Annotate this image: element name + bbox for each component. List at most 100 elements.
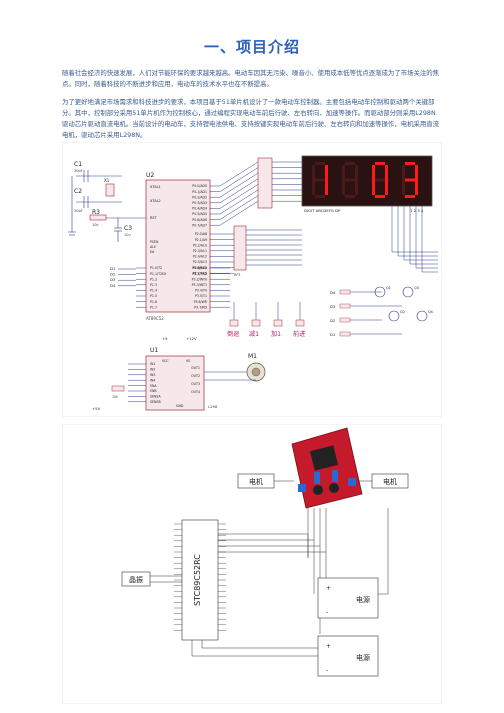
l298-vcc: VCC bbox=[162, 359, 169, 363]
u2-label: U2 bbox=[146, 172, 154, 179]
p1-pin-2: P1.2 bbox=[150, 277, 157, 281]
digit-2-seg-c bbox=[385, 180, 388, 195]
l298-left-pin-7: SENSB bbox=[150, 400, 161, 404]
l298-right-pin-0: OUT1 bbox=[191, 366, 200, 370]
p3-pin-0: P3.0/RXD bbox=[192, 266, 207, 270]
transistor-q-label-2: Q3 bbox=[414, 286, 419, 290]
l298n-board bbox=[291, 427, 363, 509]
r3-label: R3 bbox=[92, 209, 100, 216]
transistor-1 bbox=[388, 310, 400, 322]
p0-pin-0: P0.0/AD0 bbox=[192, 184, 207, 188]
u1-part: L298 bbox=[208, 404, 218, 409]
digit-wire-0 bbox=[391, 206, 438, 253]
button-3[interactable] bbox=[295, 319, 305, 327]
digit-0-seg-e bbox=[312, 180, 315, 195]
transistor-resistor-0 bbox=[339, 289, 351, 295]
digit-1-seg-b bbox=[355, 165, 358, 180]
rp-label: RP1 bbox=[234, 273, 241, 277]
p1-pin-4: P1.4 bbox=[150, 289, 157, 293]
bus-wire-3 bbox=[219, 178, 259, 204]
button-label-3: 前进 bbox=[293, 330, 305, 338]
p3-pin-3: P3.3/INT1 bbox=[192, 283, 207, 287]
c2-label: C2 bbox=[74, 188, 82, 195]
digit-3-seg-g bbox=[405, 178, 415, 182]
p2-pin-1: P2.1/A9 bbox=[195, 238, 207, 242]
p2-pin-3: P2.3/A11 bbox=[193, 249, 207, 253]
l298-right-pin-3: OUT4 bbox=[191, 390, 200, 394]
p2-pin-6: P2.6/A14 bbox=[193, 266, 207, 270]
p1-pin-5: P1.5 bbox=[150, 294, 157, 298]
c1-value: 30pF bbox=[74, 169, 83, 173]
p1-pin-1: P1.1/T2EX bbox=[150, 272, 167, 276]
u1-label: U1 bbox=[150, 347, 158, 354]
l298-left-pin-2: IN3 bbox=[150, 373, 155, 377]
power2-label: 电源 bbox=[356, 653, 370, 662]
p3-pin-5: P3.5/T1 bbox=[195, 294, 207, 298]
button-2[interactable] bbox=[273, 319, 283, 327]
p0-pin-6: P0.6/AD6 bbox=[192, 218, 207, 222]
digit-2-seg-a bbox=[375, 162, 385, 165]
digit-wire-1 bbox=[397, 206, 438, 257]
mcu-u2: U2 AT89C52 XTAL1 XTAL2 RST PSEN ALE EA P… bbox=[136, 172, 234, 321]
digit-2-seg-b bbox=[385, 165, 388, 180]
motor-right-label: 电机 bbox=[383, 477, 397, 486]
rst-pin: RST bbox=[150, 216, 158, 220]
resistor-network: RP1 bbox=[233, 157, 273, 277]
c2-value: 30pF bbox=[74, 209, 83, 213]
digit-2-seg-d bbox=[375, 195, 385, 198]
l298-resistor-value: 10k bbox=[112, 395, 118, 399]
digit-1-seg-c bbox=[355, 180, 358, 195]
ale-pin: ALE bbox=[150, 245, 156, 249]
digit-0-seg-g bbox=[315, 178, 325, 182]
x1-label: X1 bbox=[104, 178, 110, 183]
transistor-d-2: D2 bbox=[330, 318, 336, 323]
digit-wire-3 bbox=[409, 206, 438, 265]
psen-pin: PSEN bbox=[150, 240, 159, 244]
button-0[interactable] bbox=[229, 319, 239, 327]
p1-pin-6: P1.6 bbox=[150, 300, 157, 304]
transistor-d-0: D4 bbox=[330, 290, 336, 295]
digit-3-seg-e bbox=[402, 180, 405, 195]
digit-1-seg-g bbox=[345, 178, 355, 182]
digit-1-seg-e bbox=[342, 180, 345, 195]
p0-pin-3: P0.3/AD3 bbox=[192, 201, 207, 205]
power1-label: 电源 bbox=[356, 595, 370, 604]
l298-vs: VS bbox=[186, 359, 190, 363]
l298-left-pin-3: IN4 bbox=[150, 378, 155, 382]
p3-pin-7: P3.7/RD bbox=[194, 305, 207, 309]
l298-driver: +5 +12V U1 L298 IN1IN2IN3IN4ENAENBSENSAS… bbox=[92, 336, 218, 411]
p3-pin-1: P3.1/TXD bbox=[192, 272, 207, 276]
digit-2-seg-g bbox=[375, 178, 385, 182]
p0-pin-7: P0.7/AD7 bbox=[192, 223, 207, 227]
power2-minus: - bbox=[326, 667, 328, 674]
digit-3-seg-b bbox=[415, 165, 418, 180]
digit-0-seg-c bbox=[325, 180, 328, 195]
crystal-circuit bbox=[68, 170, 146, 242]
vcc12-label: +12V bbox=[186, 336, 197, 341]
bus-wire-6 bbox=[219, 195, 259, 220]
p2-pin-2: P2.2/A10 bbox=[193, 243, 207, 247]
digit-3-seg-a bbox=[405, 162, 415, 165]
p2-pin-7: P2.7/A15 bbox=[193, 271, 207, 275]
button-1[interactable] bbox=[251, 319, 261, 327]
xtal1-pin: XTAL1 bbox=[150, 185, 161, 189]
power-supply-1 bbox=[317, 577, 379, 619]
section-heading: 一、项目介绍 bbox=[203, 38, 300, 56]
motor-left-label: 电机 bbox=[249, 477, 263, 486]
p2-pin-4: P2.4/A12 bbox=[193, 255, 207, 259]
l298-right-pin-1: OUT2 bbox=[191, 374, 200, 378]
transistor-2 bbox=[402, 286, 414, 298]
simulation-schematic: C1 30pF C2 30pF X1 R3 10k C3 10u U2 AT89… bbox=[62, 142, 442, 417]
mcu-label: STC89C52RC bbox=[193, 554, 202, 606]
m1-label: M1 bbox=[248, 353, 257, 360]
digit-0-seg-f bbox=[312, 165, 315, 180]
c1-label: C1 bbox=[74, 161, 82, 168]
p0-pin-2: P0.2/AD2 bbox=[192, 195, 207, 199]
xtal2-pin: XTAL2 bbox=[150, 199, 161, 203]
transistor-3 bbox=[416, 310, 428, 322]
bus-wire-0 bbox=[219, 161, 259, 187]
digit-1-seg-d bbox=[345, 195, 355, 198]
p2-pin-5: P2.5/A13 bbox=[193, 260, 207, 264]
bus-wire-5 bbox=[219, 189, 259, 215]
